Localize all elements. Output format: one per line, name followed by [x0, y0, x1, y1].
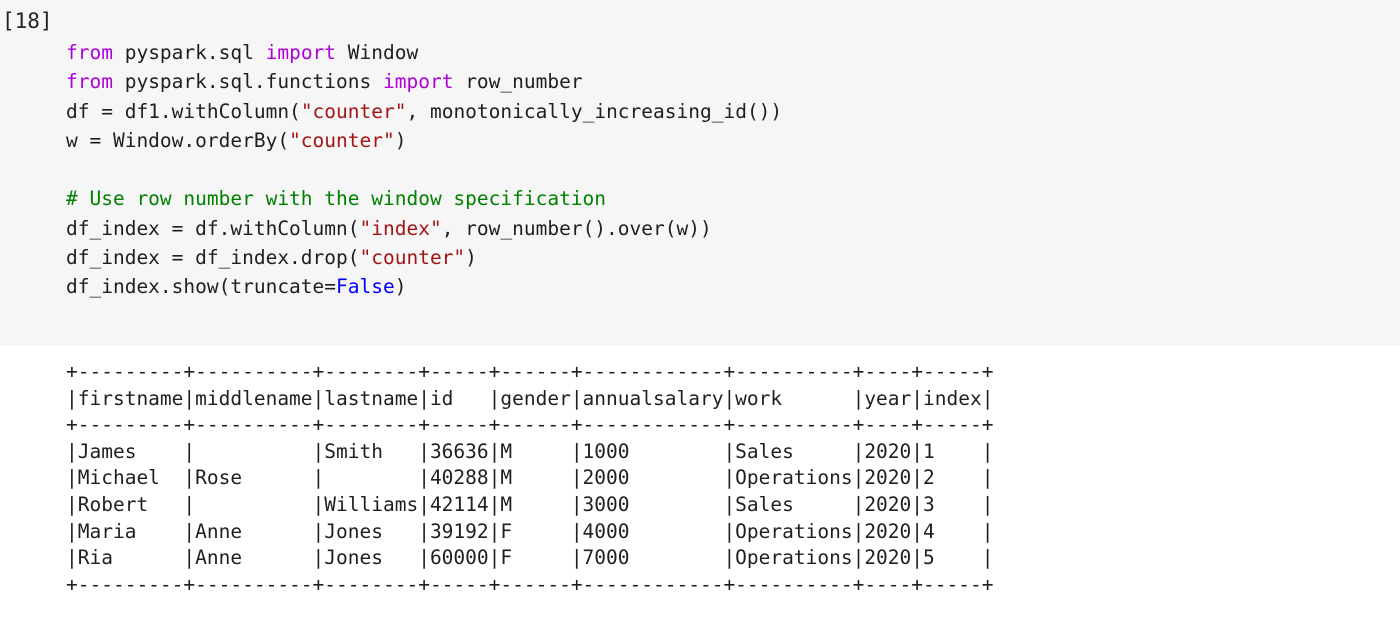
code-token: df_index.show(truncate= — [66, 275, 337, 299]
code-token: from — [66, 70, 113, 94]
code-token: False — [336, 275, 395, 299]
table-row: |Michael |Rose | |40288|M |2000 |Operati… — [66, 466, 994, 490]
table-row: |James | |Smith |36636|M |1000 |Sales |2… — [66, 439, 994, 463]
table-border: +---------+----------+--------+-----+---… — [66, 413, 994, 437]
code-token: Window — [336, 41, 419, 64]
table-border: +---------+----------+--------+-----+---… — [66, 572, 994, 596]
code-token: "index" — [359, 216, 442, 240]
table-row: |Ria |Anne |Jones |60000|F |7000 |Operat… — [66, 546, 994, 570]
table-row: |Maria |Anne |Jones |39192|F |4000 |Oper… — [66, 519, 994, 543]
code-line: from pyspark.sql.functions import row_nu… — [66, 67, 782, 96]
code-token: , row_number().over(w)) — [441, 216, 712, 240]
code-token: import — [383, 70, 454, 94]
code-token: pyspark.sql — [112, 41, 266, 64]
code-token: "counter" — [289, 128, 395, 152]
execution-count: [18] — [2, 9, 53, 33]
code-token: df_index = df_index.drop( — [66, 246, 360, 270]
code-line: w = Window.orderBy("counter") — [66, 126, 782, 155]
code-line: df_index.show(truncate=False) — [66, 272, 782, 301]
code-token: "counter" — [300, 99, 407, 123]
code-token: import — [265, 41, 337, 64]
table-row: |Robert | |Williams|42114|M |3000 |Sales… — [66, 492, 994, 516]
code-line: df_index = df_index.drop("counter") — [66, 243, 782, 272]
code-token: pyspark.sql.functions — [112, 70, 383, 94]
code-token: ) — [465, 246, 477, 270]
code-token: row_number — [453, 70, 583, 94]
code-line-blank — [66, 155, 782, 184]
code-token: w = Window.orderBy( — [66, 128, 290, 152]
code-token: ) — [394, 128, 407, 152]
code-comment: # Use row number with the window specifi… — [66, 187, 607, 211]
code-token: df_index = df.withColumn( — [66, 216, 360, 240]
code-line: df_index = df.withColumn("index", row_nu… — [66, 214, 782, 243]
code-line: df = df1.withColumn("counter", monotonic… — [66, 97, 782, 126]
code-line: # Use row number with the window specifi… — [66, 184, 782, 213]
code-token: from — [66, 41, 113, 64]
cell-output: +---------+----------+--------+-----+---… — [66, 359, 993, 598]
code-token: , monotonically_increasing_id()) — [406, 99, 783, 123]
table-header: |firstname|middlename|lastname|id |gende… — [66, 386, 994, 410]
code-token: "counter" — [359, 246, 466, 270]
code-token: ) — [394, 275, 407, 299]
code-token: df = df1.withColumn( — [66, 99, 301, 123]
table-border: +---------+----------+--------+-----+---… — [66, 360, 994, 383]
code-line: from pyspark.sql import Window — [66, 38, 782, 67]
